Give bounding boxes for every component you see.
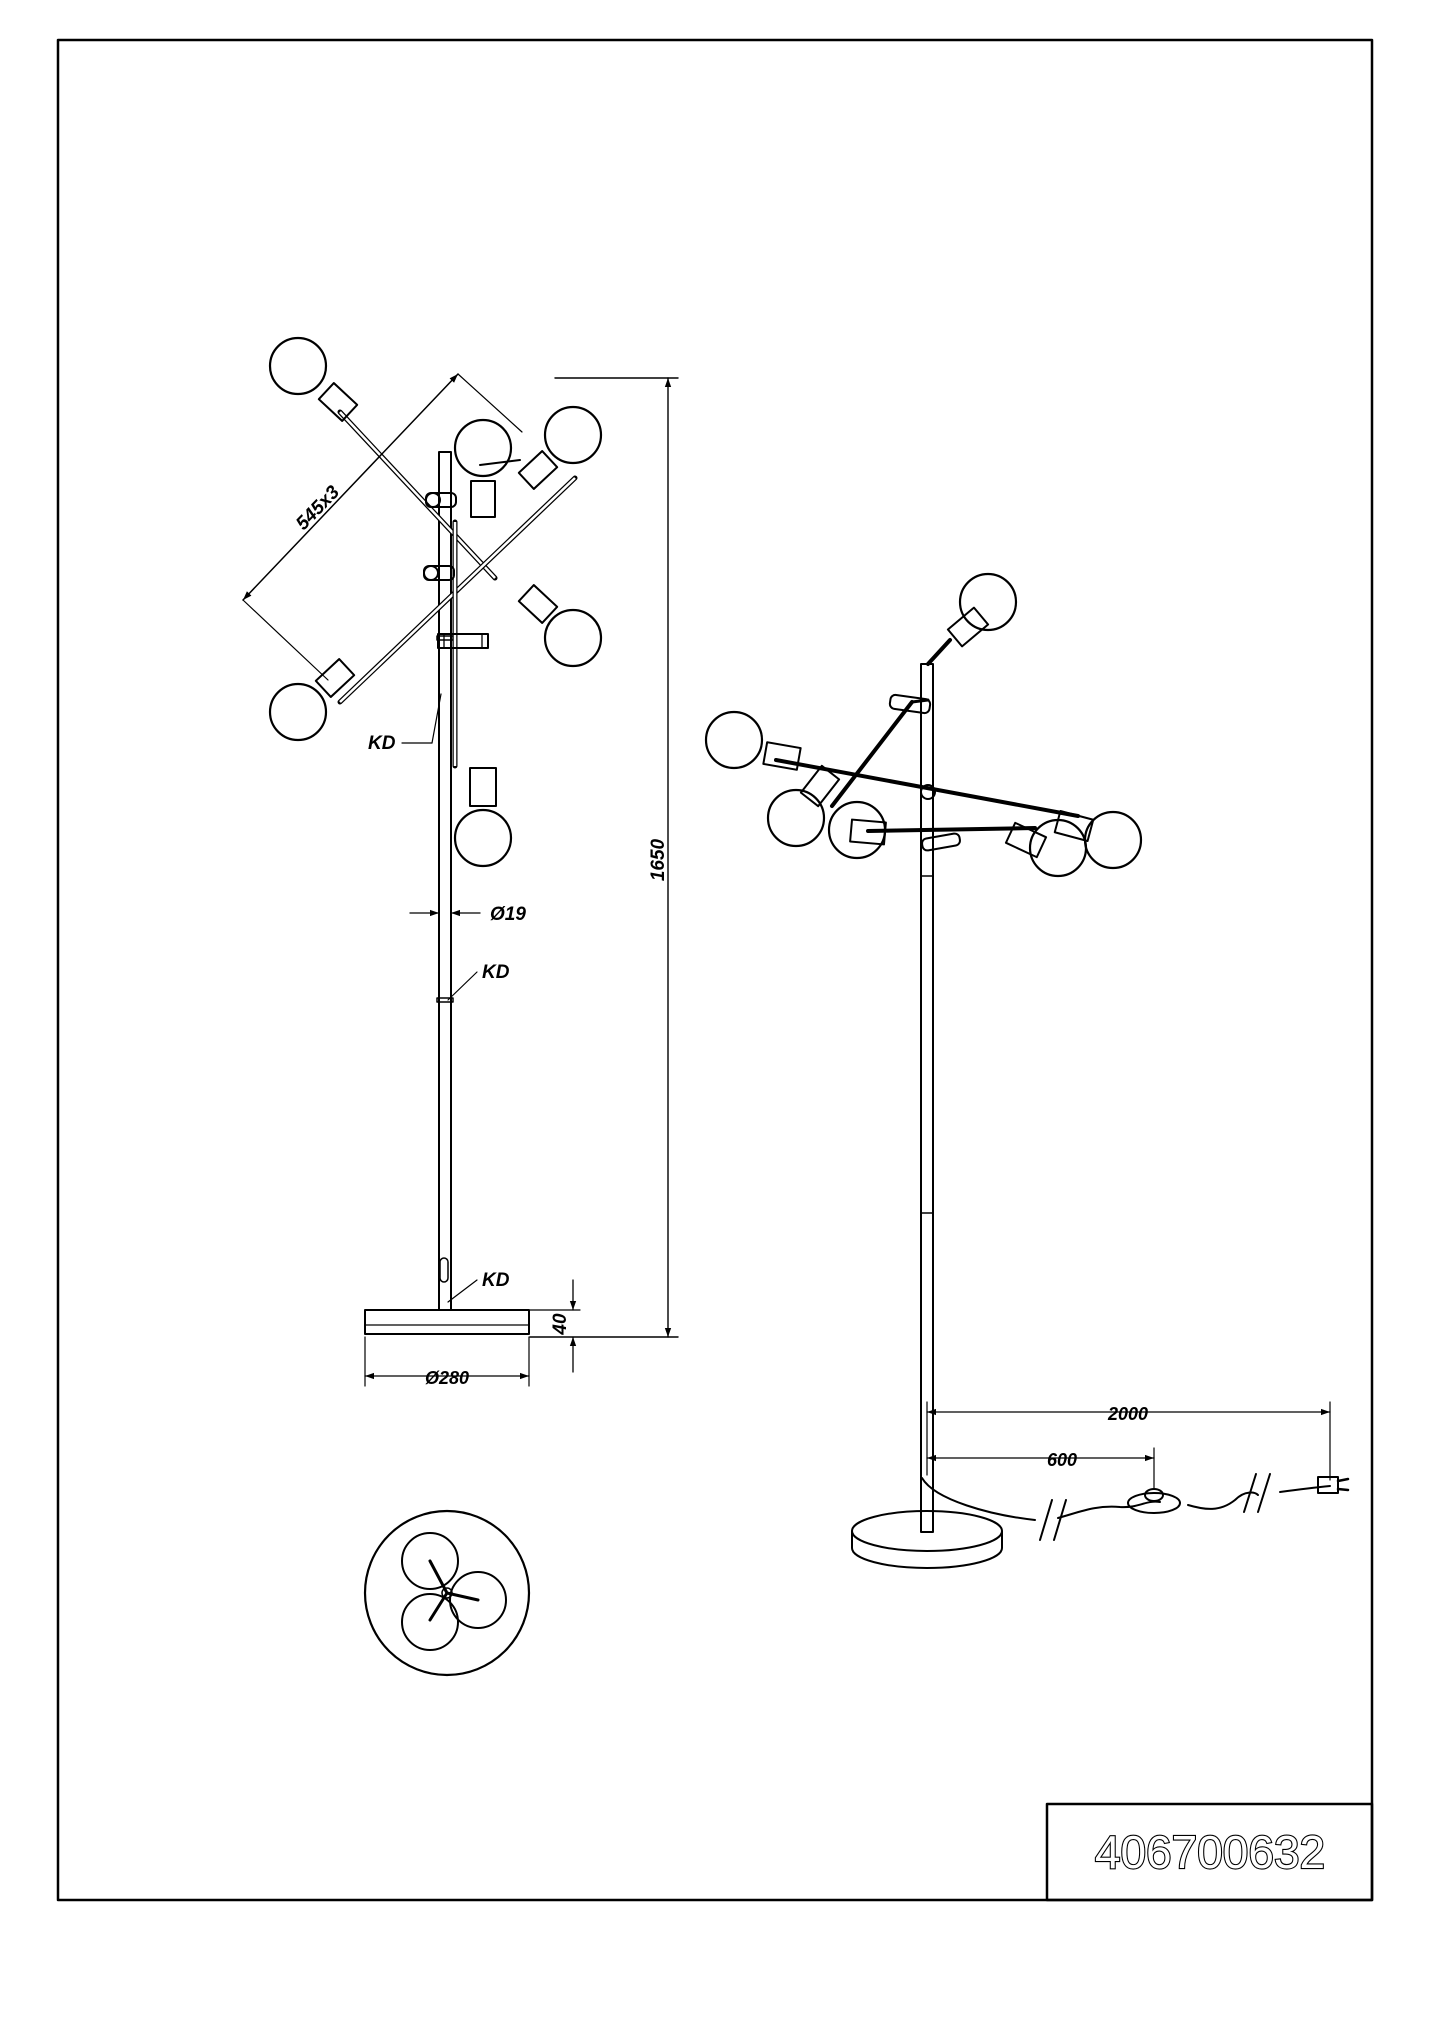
article-number: 406700632 [1095, 1826, 1325, 1878]
power-plug [1317, 1476, 1350, 1494]
kd-marker-lower: KD [447, 1270, 510, 1303]
base-height-label: 40 [550, 1313, 571, 1336]
foot-switch [1127, 1488, 1181, 1514]
height-label: 1650 [648, 838, 669, 881]
perspective-joints [888, 693, 961, 852]
perspective-sockets [762, 606, 1095, 859]
arm-length-label: 545x3 [292, 482, 344, 535]
kd-marker-upper: KD [368, 693, 442, 754]
front-view [268, 336, 603, 1335]
dimension-pole-diameter: Ø19 [409, 904, 526, 925]
base-diameter-label: Ø280 [425, 1368, 469, 1388]
perspective-base [851, 1510, 1003, 1569]
kd-upper-label: KD [368, 733, 396, 754]
dimension-base-height: 40 [529, 1279, 581, 1373]
kd-lower-label: KD [482, 1270, 510, 1291]
kd-marker-middle: KD [447, 962, 510, 1001]
switch-distance-label: 600 [1047, 1450, 1077, 1470]
top-view [363, 1509, 531, 1677]
sockets [314, 382, 559, 807]
base [364, 1309, 530, 1335]
arms [337, 409, 578, 769]
pole-diameter-label: Ø19 [490, 904, 526, 925]
kd-middle-label: KD [482, 962, 510, 983]
perspective-view: 2000 600 [704, 572, 1350, 1569]
perspective-bulbs [704, 572, 1143, 878]
cable-length-label: 2000 [1107, 1404, 1148, 1424]
power-cable [921, 1473, 1331, 1541]
dimension-switch-distance: 600 [926, 1447, 1155, 1489]
dimension-height: 1650 [529, 377, 679, 1338]
dimension-cable-length: 2000 [926, 1401, 1331, 1481]
title-block: 406700632 [1045, 1802, 1374, 1902]
dimension-base-diameter: Ø280 [364, 1336, 530, 1388]
sheet-frame [56, 38, 1374, 1902]
